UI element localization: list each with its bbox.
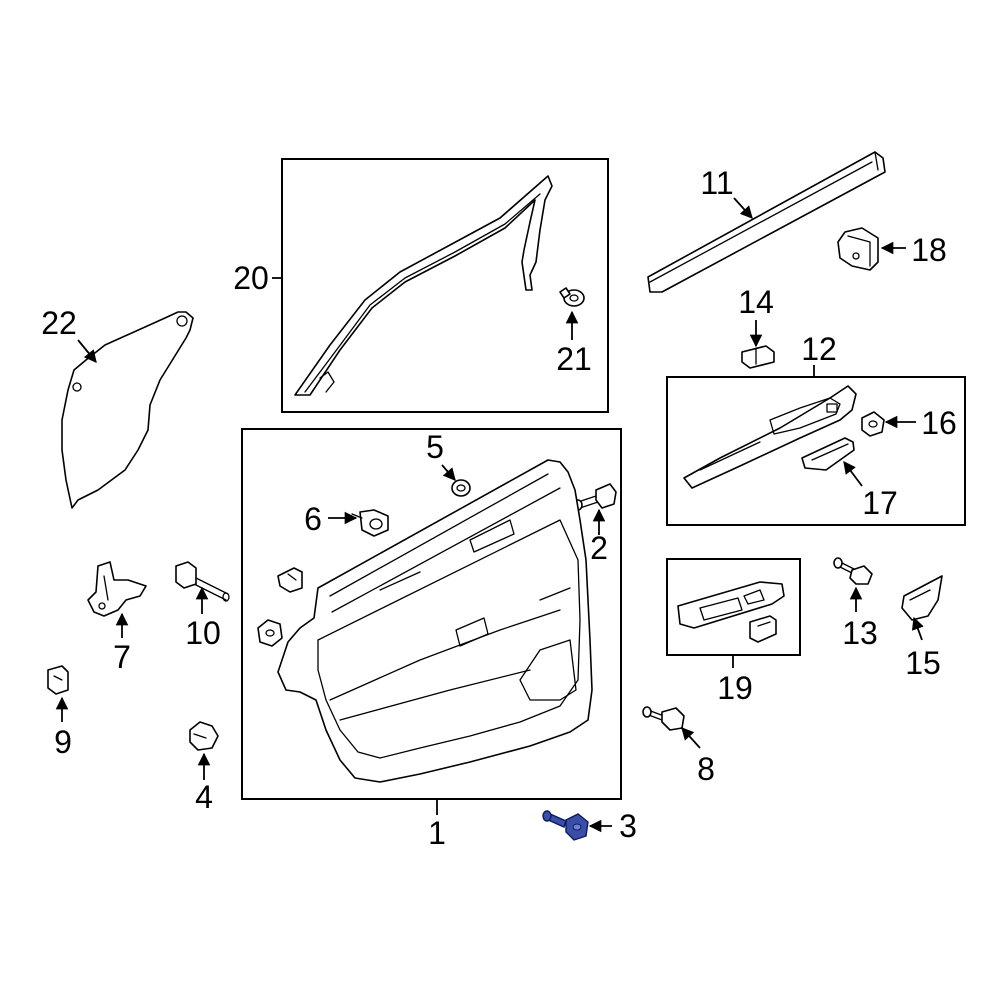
bolt-8[interactable] — [642, 706, 685, 731]
switch-19[interactable] — [749, 615, 777, 643]
bolt-3-highlighted[interactable] — [542, 810, 589, 841]
push-pin-6[interactable] — [351, 509, 389, 537]
window-switch-18[interactable] — [837, 227, 879, 271]
leader-22 — [77, 339, 97, 363]
stud-10[interactable] — [175, 561, 230, 602]
callout-1: 1 — [428, 815, 446, 851]
switch-bezel[interactable] — [677, 581, 785, 629]
callout-4: 4 — [195, 779, 213, 815]
leader-11 — [733, 197, 753, 219]
callout-11: 11 — [700, 165, 733, 201]
nut-16[interactable] — [861, 411, 885, 437]
armrest-group-box — [666, 376, 966, 526]
armrest[interactable] — [683, 385, 857, 489]
callout-14: 14 — [738, 284, 774, 320]
trim-cap-15[interactable] — [901, 575, 943, 621]
door-trim-panel-group-box — [241, 428, 622, 800]
clip-4[interactable] — [189, 721, 219, 751]
grommet-5[interactable] — [451, 479, 471, 497]
callout-22: 22 — [41, 305, 77, 341]
door-trim-panel[interactable] — [277, 459, 593, 783]
bracket-7[interactable] — [87, 561, 147, 617]
callout-13: 13 — [842, 615, 878, 651]
water-shield[interactable] — [61, 311, 194, 509]
callout-19: 19 — [717, 670, 753, 706]
callout-7: 7 — [113, 639, 131, 675]
bolt-13[interactable] — [833, 557, 873, 585]
leader-17 — [843, 460, 863, 487]
nut-internal[interactable] — [257, 619, 283, 647]
callout-6: 6 — [304, 501, 322, 537]
callout-16: 16 — [921, 405, 957, 441]
callout-3: 3 — [619, 808, 637, 844]
clip-9[interactable] — [47, 665, 69, 695]
belt-molding[interactable] — [647, 151, 886, 293]
callout-21: 21 — [556, 341, 592, 377]
leader-8 — [681, 727, 701, 749]
callout-15: 15 — [905, 645, 941, 681]
callout-12: 12 — [801, 331, 837, 367]
window-trim-group-box — [281, 158, 609, 413]
leader-5 — [441, 464, 456, 481]
clip-internal-a[interactable] — [277, 567, 303, 593]
callout-10: 10 — [185, 615, 221, 651]
callout-9: 9 — [54, 724, 72, 760]
leader-15 — [911, 616, 924, 641]
clip-21[interactable] — [559, 287, 585, 307]
callout-17: 17 — [862, 485, 898, 521]
callout-18: 18 — [911, 232, 947, 268]
callout-5: 5 — [426, 429, 444, 465]
window-frame-trim[interactable] — [294, 175, 553, 396]
callout-2: 2 — [590, 530, 608, 566]
pull-cup[interactable] — [801, 437, 855, 471]
callout-20: 20 — [233, 260, 269, 296]
clip-14[interactable] — [741, 345, 775, 369]
callout-8: 8 — [697, 751, 715, 787]
bolt-2[interactable] — [573, 483, 617, 511]
